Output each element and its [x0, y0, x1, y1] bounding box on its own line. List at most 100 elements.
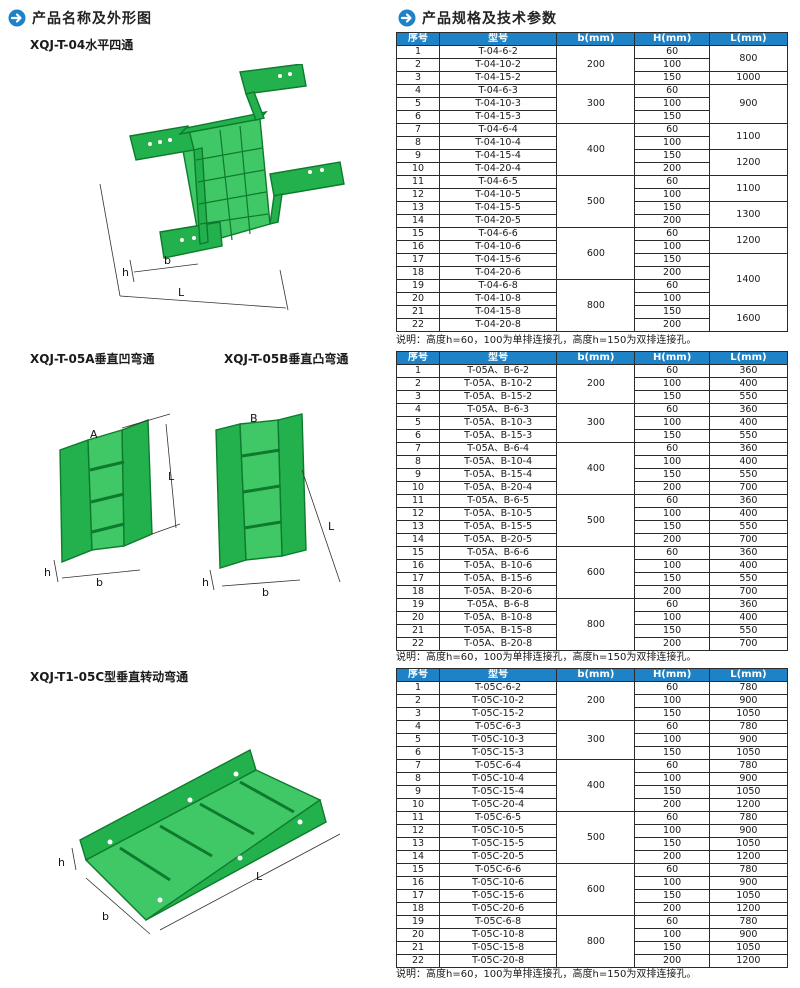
cell-model: T-04-15-5: [438, 201, 558, 215]
cell-height-h: 200: [634, 162, 710, 176]
column-header: L(mm): [708, 351, 789, 365]
cell-length-l: 700: [708, 585, 789, 599]
cell-height-h: 150: [634, 941, 710, 955]
cell-width-b: 400: [556, 759, 636, 812]
cell-height-h: 60: [634, 364, 710, 378]
cell-model: T-05C-15-6: [438, 889, 558, 903]
cell-model: T-05A、B-15-5: [438, 520, 558, 534]
cell-length-l: 1050: [708, 889, 789, 903]
cell-height-h: 100: [634, 772, 710, 786]
cell-index: 13: [396, 201, 440, 215]
cell-height-h: 150: [634, 71, 710, 85]
cell-length-l: 550: [708, 520, 789, 534]
cell-length-l: 1050: [708, 746, 789, 760]
cell-model: T-05C-15-8: [438, 941, 558, 955]
cell-model: T-04-10-2: [438, 58, 558, 72]
cell-model: T-04-6-8: [438, 279, 558, 293]
cell-index: 9: [396, 468, 440, 482]
column-header: 型号: [438, 32, 558, 46]
column-header: H(mm): [634, 351, 710, 365]
cell-height-h: 100: [634, 455, 710, 469]
cell-length-l: 780: [708, 681, 789, 695]
cell-model: T-05A、B-20-6: [438, 585, 558, 599]
cell-height-h: 60: [634, 227, 710, 241]
cell-width-b: 200: [556, 45, 636, 85]
cell-model: T-05C-15-4: [438, 785, 558, 799]
cell-index: 10: [396, 798, 440, 812]
cell-height-h: 100: [634, 559, 710, 573]
cell-length-l: 900: [708, 824, 789, 838]
cell-height-h: 200: [634, 533, 710, 547]
cell-model: T-05C-10-5: [438, 824, 558, 838]
cell-length-l: 360: [708, 364, 789, 378]
cell-index: 2: [396, 377, 440, 391]
cell-index: 20: [396, 611, 440, 625]
cell-length-l: 1100: [708, 175, 789, 202]
cell-length-l: 1200: [708, 954, 789, 968]
cell-index: 22: [396, 318, 440, 332]
cell-height-h: 100: [634, 416, 710, 430]
cell-model: T-04-20-4: [438, 162, 558, 176]
cell-length-l: 900: [708, 928, 789, 942]
product-caption-t05b: XQJ-T-05B垂直凸弯通: [224, 352, 349, 366]
cell-width-b: 400: [556, 123, 636, 176]
cell-model: T-05C-10-6: [438, 876, 558, 890]
cell-model: T-04-10-6: [438, 240, 558, 254]
cell-width-b: 800: [556, 915, 636, 968]
cell-length-l: 1200: [708, 850, 789, 864]
cell-height-h: 200: [634, 902, 710, 916]
cell-length-l: 1050: [708, 707, 789, 721]
cell-index: 11: [396, 811, 440, 825]
cell-model: T-05A、B-15-2: [438, 390, 558, 404]
cell-model: T-05A、B-6-2: [438, 364, 558, 378]
cell-model: T-04-10-3: [438, 97, 558, 111]
cell-index: 1: [396, 364, 440, 378]
cell-height-h: 200: [634, 637, 710, 651]
cell-model: T-05A、B-20-4: [438, 481, 558, 495]
cell-height-h: 150: [634, 110, 710, 124]
cell-height-h: 100: [634, 824, 710, 838]
cell-index: 18: [396, 585, 440, 599]
cell-length-l: 1000: [708, 71, 789, 85]
cell-length-l: 1600: [708, 305, 789, 332]
column-header: 型号: [438, 668, 558, 682]
cell-length-l: 900: [708, 694, 789, 708]
cell-model: T-05C-10-8: [438, 928, 558, 942]
right-section-heading: 产品规格及技术参数: [398, 8, 557, 28]
table-note-3: 说明：高度h=60，100为单排连接孔，高度h=150为双排连接孔。: [396, 969, 697, 980]
dim-b-label-b: b: [262, 586, 269, 599]
label-b: B: [250, 412, 258, 425]
cell-model: T-05A、B-6-3: [438, 403, 558, 417]
cell-model: T-05A、B-10-2: [438, 377, 558, 391]
cell-index: 19: [396, 598, 440, 612]
circle-arrow-right-icon: [398, 9, 416, 27]
column-header: b(mm): [556, 668, 636, 682]
cell-model: T-05C-15-3: [438, 746, 558, 760]
cell-index: 4: [396, 403, 440, 417]
cell-model: T-05A、B-6-4: [438, 442, 558, 456]
vertical-bend-drawings: A L b h B L b h: [44, 412, 341, 599]
cell-model: T-05A、B-10-8: [438, 611, 558, 625]
cell-index: 8: [396, 772, 440, 786]
cell-height-h: 150: [634, 572, 710, 586]
cell-index: 21: [396, 624, 440, 638]
cell-height-h: 150: [634, 624, 710, 638]
cell-index: 14: [396, 214, 440, 228]
column-header: 序号: [396, 668, 440, 682]
